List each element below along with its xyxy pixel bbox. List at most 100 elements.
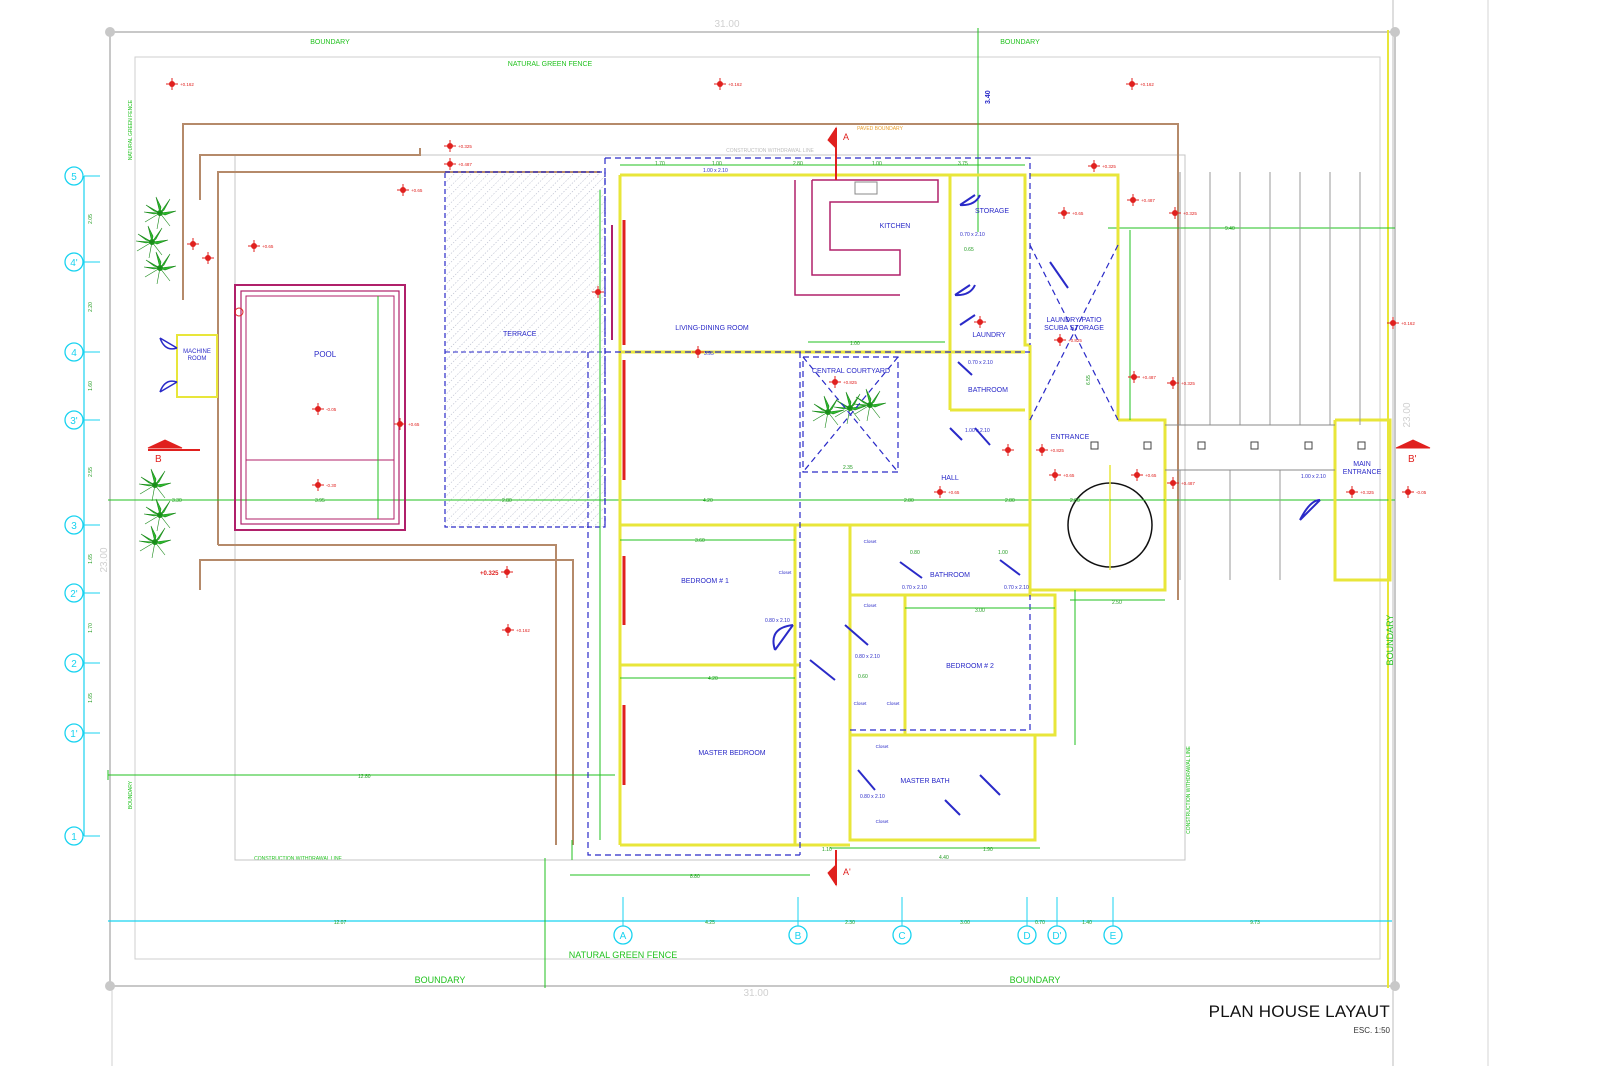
label-machine-room-1: MACHINE <box>183 349 211 355</box>
row-dimension: 1.65 <box>88 693 94 703</box>
sheet-frame <box>111 0 1489 1066</box>
row-dimension: 1.70 <box>88 623 94 633</box>
pool: POOL <box>234 284 406 531</box>
grid-row-label: 3' <box>70 416 78 427</box>
label-laundry-patio-1: LAUNDRY PATIO <box>1046 317 1102 324</box>
dim-280-c: 2.80 <box>904 498 914 504</box>
label-pool: POOL <box>314 350 337 359</box>
grid-row-bubble: 1 <box>64 826 100 846</box>
lvl-0487-b: +0.487 <box>1141 198 1155 203</box>
door-label-j: 0.70 x 2.10 <box>1004 585 1029 591</box>
row-dimension: 2.20 <box>88 302 94 312</box>
dim-110: 1.10 <box>822 847 832 853</box>
door-label-a: 1.00 x 2.10 <box>703 168 728 174</box>
section-a-bottom: A' <box>843 867 851 877</box>
dim-065: 0.65 <box>964 247 974 253</box>
grid-row-bubble: 2 <box>64 653 100 673</box>
bottom-dimension: 2.30 <box>845 920 855 926</box>
label-boundary-bottom-right: BOUNDARY <box>1010 975 1061 985</box>
dim-170: 1.70 <box>655 161 665 167</box>
grid-col-bubble: D' <box>1047 897 1067 945</box>
label-boundary-left: BOUNDARY <box>128 780 134 809</box>
dim-080: 0.80 <box>910 550 920 556</box>
grid-row-label: 2' <box>70 589 78 600</box>
dim-440: 4.40 <box>939 855 949 861</box>
dim-880: 8.80 <box>690 874 700 880</box>
lvl-0162-a: +0.162 <box>180 82 194 87</box>
lvl-0825-c: +0.825 <box>1050 448 1064 453</box>
label-boundary-top-left: BOUNDARY <box>310 39 350 46</box>
lvl-0162-c: +0.162 <box>1140 82 1154 87</box>
section-a-top: A <box>843 132 849 142</box>
row-dimension: 2.05 <box>88 214 94 224</box>
label-kitchen: KITCHEN <box>880 223 911 230</box>
label-master-bedroom: MASTER BEDROOM <box>698 750 765 757</box>
label-courtyard: CENTRAL COURTYARD <box>812 368 890 375</box>
lvl-0325-b: +0.325 <box>1102 164 1116 169</box>
dim-235: 2.35 <box>843 465 853 471</box>
lvl-0325-bold: +0.325 <box>480 571 499 577</box>
grid-col-label: D <box>1023 931 1030 942</box>
boundary-labels: BOUNDARY BOUNDARY NATURAL GREEN FENCE BO… <box>128 39 1395 985</box>
label-storage: STORAGE <box>975 208 1009 215</box>
door-swings <box>772 194 1321 816</box>
drawing-title: PLAN HOUSE LAYAUT <box>1208 1002 1390 1021</box>
label-living: LIVING-DINING ROOM <box>675 325 749 332</box>
level-labels: +0.162 +0.162 +0.162 +0.325 +0.487 +0.65… <box>180 82 1427 633</box>
machine-room: MACHINE ROOM <box>159 334 218 398</box>
door-label-b: 1.00 x 2.10 <box>965 428 990 434</box>
lvl-005-b: -0.05 <box>1416 490 1427 495</box>
grid-col-label: E <box>1110 931 1117 942</box>
dim-190: 1.90 <box>983 847 993 853</box>
dim-200: 2.00 <box>1070 498 1080 504</box>
room-labels: LIVING-DINING ROOM KITCHEN STORAGE LAUND… <box>675 208 1381 824</box>
label-machine-room-2: ROOM <box>188 356 207 362</box>
dim-375: 3.75 <box>958 161 968 167</box>
label-closet-a: Closet <box>864 539 878 544</box>
label-closet-f: Closet <box>876 744 890 749</box>
grid-col-bubble: A <box>613 897 633 945</box>
grid-row-bubble: 1' <box>64 723 100 743</box>
grid-col-bubble: D <box>1017 897 1037 945</box>
grid-col-bubble: E <box>1103 897 1123 945</box>
driveway <box>1165 172 1361 580</box>
grid-rows: 54'43'32'21'12.052.201.602.551.651.701.6… <box>64 166 100 846</box>
door-label-g: 0.70 x 2.10 <box>960 232 985 238</box>
grid-col-label: B <box>795 931 802 942</box>
dim-655: 6.55 <box>1086 375 1092 385</box>
overall-depth-left: 23.00 <box>99 547 110 572</box>
terrace-area: TERRACE <box>444 171 606 528</box>
grid-row-bubble: 4' <box>64 252 100 272</box>
label-boundary-top-right: BOUNDARY <box>1000 39 1040 46</box>
door-label-i: 0.70 x 2.10 <box>902 585 927 591</box>
section-markers: A A' B B' <box>147 126 1431 887</box>
section-b-left: B <box>155 454 162 465</box>
bottom-dimension: 12.07 <box>334 920 347 926</box>
dim-360: 3.60 <box>695 538 705 544</box>
lvl-100: +0.65 <box>948 490 960 495</box>
grid-col-label: C <box>898 931 905 942</box>
dim-395: 3.95 <box>315 498 325 504</box>
grid-col-bubble: B <box>788 897 808 945</box>
bottom-dimension: 9.73 <box>1250 920 1260 926</box>
lvl-0162-d: +0.162 <box>516 628 530 633</box>
grid-row-bubble: 2' <box>64 583 100 603</box>
lvl-0487-d: +0.487 <box>1181 481 1195 486</box>
glass-walls <box>611 220 626 785</box>
door-label-c: 1.00 x 2.10 <box>1301 474 1326 480</box>
lvl-0325-d: +0.325 <box>1181 381 1195 386</box>
lvl-03: -0.30 <box>326 483 337 488</box>
level-marks <box>165 77 1415 637</box>
grid-col-label: A <box>620 931 627 942</box>
lvl-0487-c: +0.487 <box>1142 375 1156 380</box>
label-closet-c: Closet <box>864 603 878 608</box>
label-bathroom-1: BATHROOM <box>968 387 1008 394</box>
dim-060: 0.60 <box>858 674 868 680</box>
dim-100-d: 1.00 <box>850 341 860 347</box>
bottom-dimension: 3.00 <box>960 920 970 926</box>
dim-250: 2.50 <box>1112 600 1122 606</box>
label-entrance: ENTRANCE <box>1051 434 1090 441</box>
label-bedroom-1: BEDROOM # 1 <box>681 578 729 585</box>
house-dimension-chains <box>570 164 1165 876</box>
dim-340: 3.40 <box>985 90 992 104</box>
